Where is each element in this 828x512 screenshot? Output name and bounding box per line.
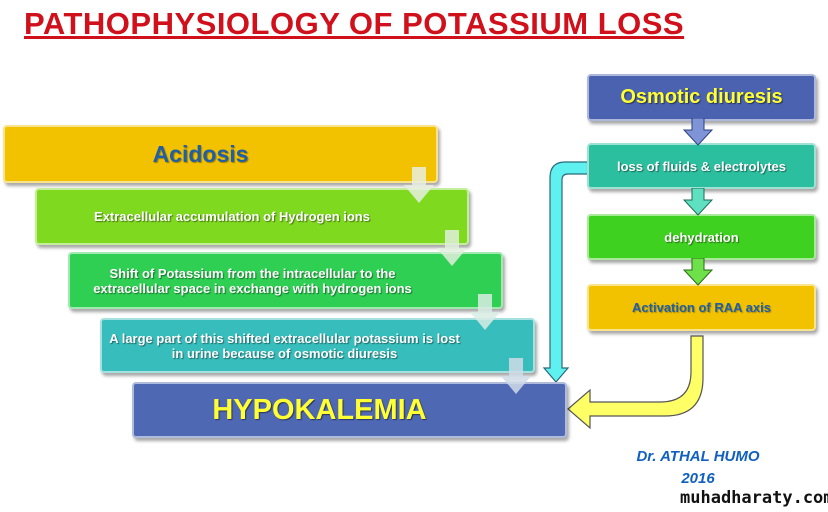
osmotic-diuresis-label: Osmotic diuresis xyxy=(620,86,783,108)
hydrogen-accumulation-label: Extracellular accumulation of Hydrogen i… xyxy=(94,209,370,224)
osmotic-diuresis-box: Osmotic diuresis xyxy=(587,74,816,121)
potassium-shift-label: Shift of Potassium from the intracellula… xyxy=(93,265,412,296)
urinary-loss-box: A large part of this shifted extracellul… xyxy=(100,318,535,373)
author-credit: Dr. ATHAL HUMO 2016 xyxy=(628,446,768,490)
down-arrow-icon xyxy=(470,294,500,330)
slide-title: PATHOPHYSIOLOGY OF POTASSIUM LOSS xyxy=(24,6,685,41)
hypokalemia-box: HYPOKALEMIA xyxy=(132,382,567,438)
fluid-loss-label: loss of fluids & electrolytes xyxy=(616,158,787,174)
acidosis-label: Acidosis xyxy=(152,140,249,167)
down-arrow-icon xyxy=(683,118,713,146)
watermark: muhadharaty.com xyxy=(680,488,828,508)
urinary-loss-label: A large part of this shifted extracellul… xyxy=(109,330,460,361)
hydrogen-accumulation-box: Extracellular accumulation of Hydrogen i… xyxy=(35,188,469,245)
acidosis-box: Acidosis xyxy=(3,125,438,183)
raa-activation-label: Activation of RAA axis xyxy=(632,300,771,315)
potassium-shift-box: Shift of Potassium from the intracellula… xyxy=(68,252,503,309)
yellow-connector-arrow xyxy=(567,335,704,430)
down-arrow-icon xyxy=(501,358,531,394)
dehydration-box: dehydration xyxy=(587,214,816,260)
cyan-connector-arrow xyxy=(542,161,589,383)
down-arrow-icon xyxy=(404,167,434,203)
dehydration-label: dehydration xyxy=(664,229,739,245)
down-arrow-icon xyxy=(683,188,713,216)
credit-year: 2016 xyxy=(681,470,715,487)
down-arrow-icon xyxy=(437,230,467,266)
hypokalemia-label: HYPOKALEMIA xyxy=(212,393,427,426)
raa-activation-box: Activation of RAA axis xyxy=(587,284,816,331)
down-arrow-icon xyxy=(683,258,713,286)
author-name: Dr. ATHAL HUMO xyxy=(636,448,760,465)
fluid-loss-box: loss of fluids & electrolytes xyxy=(587,143,816,189)
